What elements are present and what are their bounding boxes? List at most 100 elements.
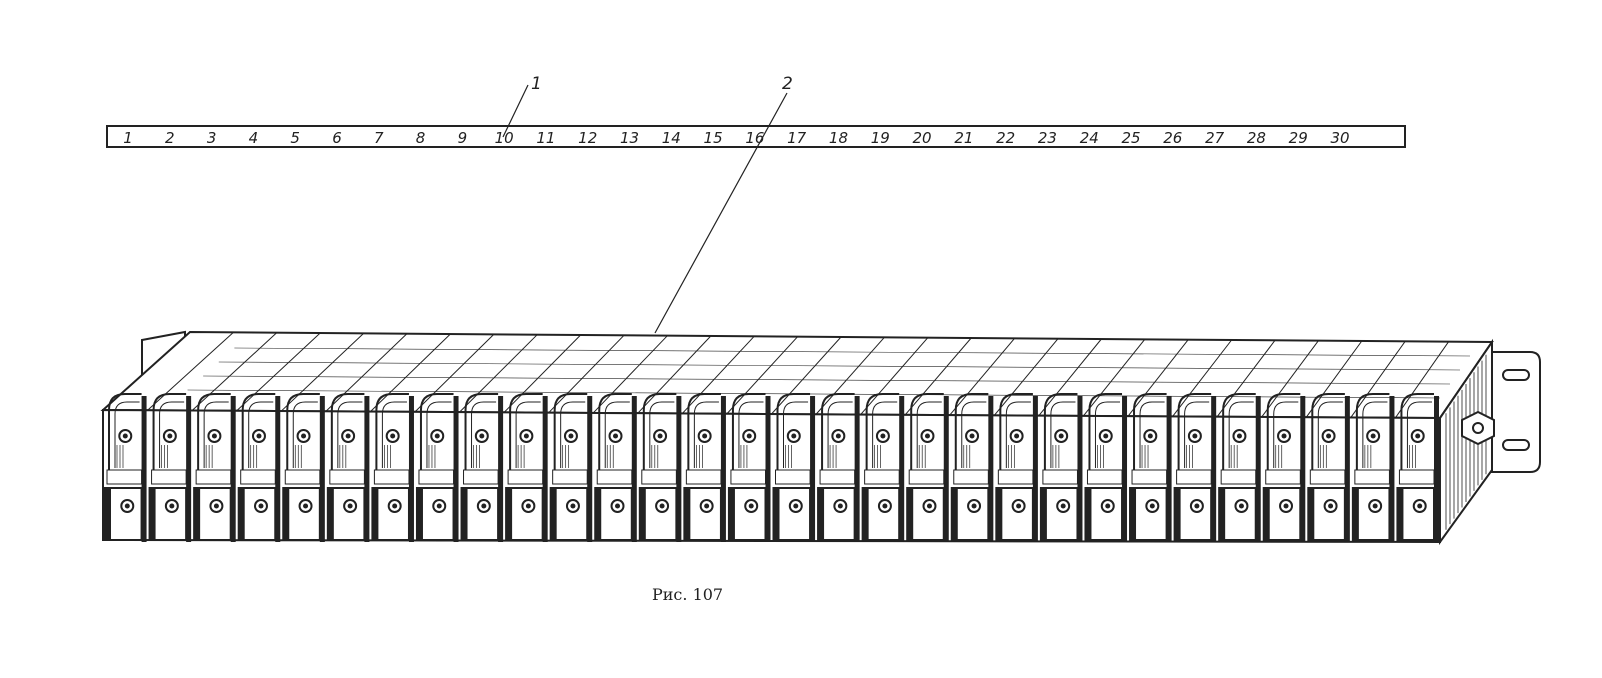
lower-screw-head xyxy=(1016,503,1022,509)
upper-screw-head xyxy=(167,433,173,439)
lower-tooth-shadow xyxy=(907,488,914,540)
upper-clamp xyxy=(1088,393,1123,470)
upper-screw-head xyxy=(523,433,529,439)
lower-screw-head xyxy=(1060,503,1066,509)
strip-label: 28 xyxy=(1247,129,1266,147)
upper-clamp-inner xyxy=(114,401,140,468)
segment-edge xyxy=(186,396,192,542)
terminal-segment xyxy=(237,393,281,542)
lower-screw-head xyxy=(525,503,531,509)
lower-screw-head xyxy=(926,503,932,509)
lower-screw-head xyxy=(793,503,799,509)
strip-label: 11 xyxy=(536,129,555,147)
middle-band xyxy=(908,469,945,485)
upper-clamp-inner xyxy=(872,401,898,468)
lower-screw-head xyxy=(1238,503,1244,509)
terminal-segment xyxy=(638,393,682,542)
lower-tooth xyxy=(1039,487,1079,541)
lower-tooth-shadow xyxy=(818,488,825,540)
top-divider-line xyxy=(1395,341,1450,419)
segment-edge xyxy=(765,396,771,542)
lower-screw-head xyxy=(258,503,264,509)
middle-band xyxy=(1042,469,1078,485)
terminal-segment xyxy=(371,393,414,542)
upper-clamp xyxy=(687,393,721,470)
terminal-segment xyxy=(326,393,370,542)
top-hatch-line xyxy=(203,375,1451,385)
segment-edge xyxy=(587,396,593,542)
segment-edge xyxy=(498,396,504,542)
upper-clamp-inner xyxy=(426,401,452,468)
upper-screw-head xyxy=(657,433,663,439)
lower-tooth-shadow xyxy=(506,488,513,540)
terminal-segment xyxy=(148,393,192,542)
upper-clamp xyxy=(464,393,499,470)
lower-tooth xyxy=(326,487,366,541)
terminal-segment xyxy=(1218,393,1261,542)
upper-screw-head xyxy=(969,433,975,439)
lower-screw-head xyxy=(303,503,309,509)
segment-edge xyxy=(542,396,548,542)
lower-tooth-shadow xyxy=(1085,488,1092,540)
upper-clamp-inner xyxy=(961,401,987,468)
top-divider-line xyxy=(949,338,1015,416)
upper-clamp xyxy=(1400,393,1434,470)
lower-tooth-shadow xyxy=(550,488,557,540)
lower-tooth xyxy=(549,487,589,541)
segment-edge xyxy=(1032,396,1038,542)
segment-edge xyxy=(1255,396,1261,542)
lower-tooth-shadow xyxy=(105,488,111,540)
lower-screw-head xyxy=(615,503,621,509)
lower-tooth xyxy=(861,487,901,541)
top-divider-line xyxy=(1172,339,1232,417)
middle-band xyxy=(864,469,900,485)
upper-screw-head xyxy=(1281,433,1287,439)
middle-band xyxy=(1086,469,1123,485)
lower-tooth xyxy=(415,487,455,541)
lower-tooth-shadow xyxy=(996,488,1003,540)
upper-clamp-inner xyxy=(827,401,853,468)
strip-label: 14 xyxy=(662,129,681,147)
middle-band xyxy=(463,469,499,485)
figure-caption: Рис. 107 xyxy=(652,585,723,604)
callout-1: 1 xyxy=(531,74,542,94)
terminal-segment xyxy=(1307,393,1350,542)
strip-label: 4 xyxy=(249,129,259,147)
top-divider-line xyxy=(325,333,408,412)
upper-clamp xyxy=(1266,393,1301,470)
lower-tooth-shadow xyxy=(1352,488,1359,540)
terminal-segment xyxy=(1173,393,1217,542)
upper-clamp xyxy=(642,393,677,470)
terminal-segment xyxy=(1351,393,1395,542)
upper-clamp-inner xyxy=(604,401,630,468)
lower-tooth-shadow xyxy=(461,488,468,540)
lower-screw-head xyxy=(1328,503,1334,509)
upper-screw-head xyxy=(1415,433,1421,439)
strip-label: 26 xyxy=(1163,129,1182,147)
middle-band xyxy=(1398,469,1435,485)
upper-clamp-inner xyxy=(203,401,229,468)
strip-label: 5 xyxy=(290,129,300,147)
lower-tooth-shadow xyxy=(416,488,423,540)
terminal-segment xyxy=(1396,393,1439,542)
segment-edge xyxy=(275,396,281,542)
upper-clamp xyxy=(865,393,900,470)
segment-edge xyxy=(1077,396,1083,542)
upper-clamp-inner xyxy=(693,401,719,468)
upper-clamp xyxy=(910,393,944,470)
lower-tooth xyxy=(1262,487,1302,541)
segment-edge xyxy=(1389,396,1395,542)
terminal-segment xyxy=(1262,393,1306,542)
lower-tooth-shadow xyxy=(238,488,245,540)
middle-band xyxy=(418,469,455,485)
upper-clamp xyxy=(731,393,766,470)
segment-edge xyxy=(899,396,905,542)
strip-label: 8 xyxy=(416,129,426,147)
top-divider-line xyxy=(1350,341,1406,418)
upper-clamp-inner xyxy=(1005,401,1031,468)
lower-tooth-shadow xyxy=(1397,488,1404,540)
top-divider-line xyxy=(503,334,581,413)
middle-band xyxy=(1265,469,1301,485)
top-divider-line xyxy=(414,333,495,413)
